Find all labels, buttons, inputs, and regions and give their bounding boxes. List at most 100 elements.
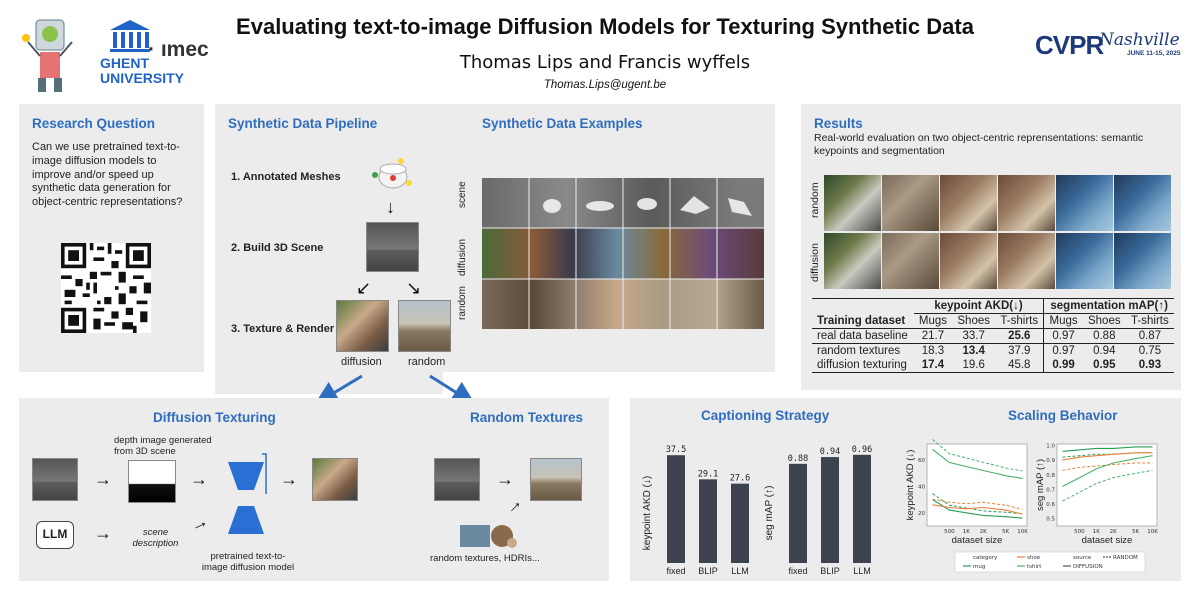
captioning-category-label: BLIP <box>698 566 718 576</box>
pipeline-arrow-2a: ↙ <box>356 278 372 298</box>
cell: 0.94 <box>1093 345 1116 357</box>
pipeline-title: Synthetic Data Pipeline <box>228 116 378 131</box>
results-table: keypoint AKD(↓) segmentation mAP(↑) Trai… <box>812 298 1174 373</box>
poster-email: Thomas.Lips@ugent.be <box>543 79 667 91</box>
row-name: real data baseline <box>817 330 908 342</box>
pipeline-arrow-2b: ↘ <box>406 278 422 298</box>
cell: 21.7 <box>921 330 945 342</box>
scaling-plot-area <box>1056 443 1158 527</box>
cell: 0.75 <box>1138 345 1162 357</box>
scene-description: scene description <box>132 527 179 549</box>
scaling-line-tshirt-dashed <box>1062 469 1153 502</box>
col-header: Shoes <box>957 315 990 327</box>
scaling-ytick: 0.8 <box>1046 473 1055 479</box>
scaling-ylabel: seg mAP (↑) <box>1035 459 1046 511</box>
mug-mesh-icon <box>370 153 416 193</box>
input-scene-image <box>32 458 78 501</box>
blue-arrows <box>314 374 476 405</box>
captioning-bar-value: 29.1 <box>698 469 718 479</box>
scaling-xtick: 10K <box>1017 529 1028 535</box>
cvpr-logo: CVPR Nashville JUNE 11-15, 2025 <box>1035 28 1185 68</box>
captioning-bar-value: 37.5 <box>666 445 686 455</box>
examples-row-label-diffusion: diffusion <box>457 238 468 276</box>
table-row: diffusion texturing 17.4 19.6 45.8 0.99 … <box>812 358 1174 373</box>
scaling-xtick: 1K <box>1093 529 1100 535</box>
results-image-8 <box>882 233 939 289</box>
results-image-grid <box>824 175 1172 289</box>
row-name: random textures <box>817 345 901 357</box>
scaling-ytick: 0.9 <box>1046 458 1055 464</box>
captioning-bar <box>699 479 717 563</box>
captioning-ylabel: keypoint AKD (↓) <box>642 476 653 550</box>
captioning-bar-value: 27.6 <box>730 474 750 484</box>
research-question-title: Research Question <box>32 116 156 131</box>
ghent-university-wordmark: GHENT UNIVERSITY <box>100 55 185 86</box>
col-header: Mugs <box>918 315 948 327</box>
scaling-ylabel: keypoint AKD (↓) <box>905 450 916 521</box>
scaling-line-mug <box>1062 446 1153 452</box>
captioning-category-label: LLM <box>731 566 749 576</box>
results-image-5 <box>1056 175 1113 231</box>
scaling-ytick: 0.5 <box>1046 517 1055 523</box>
scaling-xtick: 2K <box>1110 529 1117 535</box>
captioning-bar-value: 0.94 <box>820 447 840 457</box>
diffusion-output-image <box>312 458 358 501</box>
captioning-title: Captioning Strategy <box>701 408 830 423</box>
random-textures-caption: random textures, HDRIs... <box>430 553 540 564</box>
captioning-ylabel: seg mAP (↑) <box>764 486 775 541</box>
scaling-line-shoe <box>932 504 1023 515</box>
results-row-label-random: random <box>809 182 821 218</box>
scaling-ytick: 0.6 <box>1046 502 1055 508</box>
captioning-bar <box>789 463 807 563</box>
cell: 0.87 <box>1138 330 1162 342</box>
results-subtitle: Real-world evaluation on two object-cent… <box>814 132 1144 158</box>
depth-caption: depth image generated from 3D scene <box>114 435 212 457</box>
scaling-xtick: 500 <box>944 529 955 535</box>
cell: 0.97 <box>1043 343 1083 358</box>
diffusion-model-icon <box>222 448 270 548</box>
results-image-12 <box>1114 233 1171 289</box>
cell: 0.93 <box>1138 359 1162 371</box>
table-column-header: Training dataset Mugs Shoes T-shirts Mug… <box>812 313 1174 329</box>
cell: 33.7 <box>962 330 985 342</box>
random-output-image <box>530 458 582 501</box>
captioning-bar-value: 0.88 <box>788 454 808 464</box>
llm-box: LLM <box>36 521 74 549</box>
diffusion-render-image <box>336 300 389 352</box>
scaling-legend-label: tshirt <box>1027 564 1042 570</box>
scaling-xtick: 5K <box>1132 529 1139 535</box>
captioning-bar <box>821 457 839 563</box>
scaling-line-shoe <box>1062 452 1153 461</box>
captioning-bar <box>731 483 749 563</box>
scaling-line-mug-dashed <box>932 493 1023 515</box>
arrow-model-to-output: → <box>280 469 298 489</box>
cell: 13.4 <box>962 345 985 357</box>
results-image-3 <box>940 175 997 231</box>
arrow-llm-to-description: → <box>94 523 112 543</box>
cell: 0.99 <box>1043 358 1083 373</box>
table-row: random textures 18.3 13.4 37.9 0.97 0.94… <box>812 343 1174 358</box>
imec-logo: · ımec <box>148 38 209 61</box>
results-title: Results <box>814 116 863 131</box>
pipeline-arrow-1: ↓ <box>386 197 395 217</box>
scaling-xtick: 5K <box>1002 529 1009 535</box>
table-group-header: keypoint AKD(↓) segmentation mAP(↑) <box>812 298 1174 314</box>
cvpr-wordmark: CVPR <box>1035 30 1104 60</box>
scaling-xtick: 10K <box>1147 529 1158 535</box>
captioning-bar <box>667 455 685 563</box>
cell: 18.3 <box>921 345 945 357</box>
col-header: Shoes <box>1087 315 1121 327</box>
render-label-diffusion: diffusion <box>341 356 382 368</box>
cell: 19.6 <box>962 359 985 371</box>
results-image-4 <box>998 175 1055 231</box>
scaling-ytick: 60 <box>918 458 925 464</box>
cell: 0.97 <box>1043 328 1083 344</box>
scaling-line-tshirt <box>932 448 1023 479</box>
captioning-category-label: fixed <box>788 566 807 576</box>
cell: 0.88 <box>1093 330 1116 342</box>
llm-label: LLM <box>42 527 68 541</box>
row-name: diffusion texturing <box>817 359 907 371</box>
scaling-xtick: 500 <box>1074 529 1085 535</box>
diffusion-texturing-title: Diffusion Texturing <box>153 410 276 425</box>
